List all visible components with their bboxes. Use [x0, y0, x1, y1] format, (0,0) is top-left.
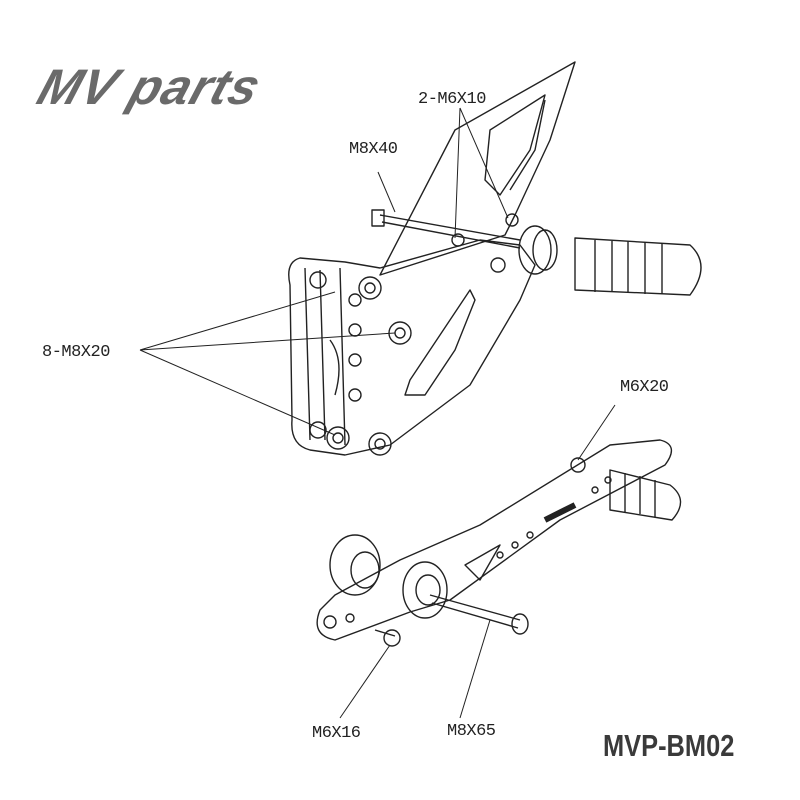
rearset-plate [288, 239, 536, 456]
lower-footpeg [609, 469, 682, 521]
upper-footpeg [574, 237, 702, 296]
heel-guard [379, 61, 576, 276]
label-m8x65: M8X65 [447, 722, 496, 741]
leader-lines [139, 107, 616, 719]
label-m6x16: M6X16 [312, 724, 361, 743]
label-2-m6x10: 2-M6X10 [418, 90, 486, 109]
product-code: MVP-BM02 [603, 728, 735, 763]
mv-parts-logo: MV parts [30, 59, 269, 115]
upper-bolts [326, 209, 558, 456]
label-8-m8x20: 8-M8X20 [42, 343, 110, 362]
label-m6x20: M6X20 [620, 378, 669, 397]
shift-lever [316, 439, 673, 647]
label-m8x40: M8X40 [349, 140, 398, 159]
